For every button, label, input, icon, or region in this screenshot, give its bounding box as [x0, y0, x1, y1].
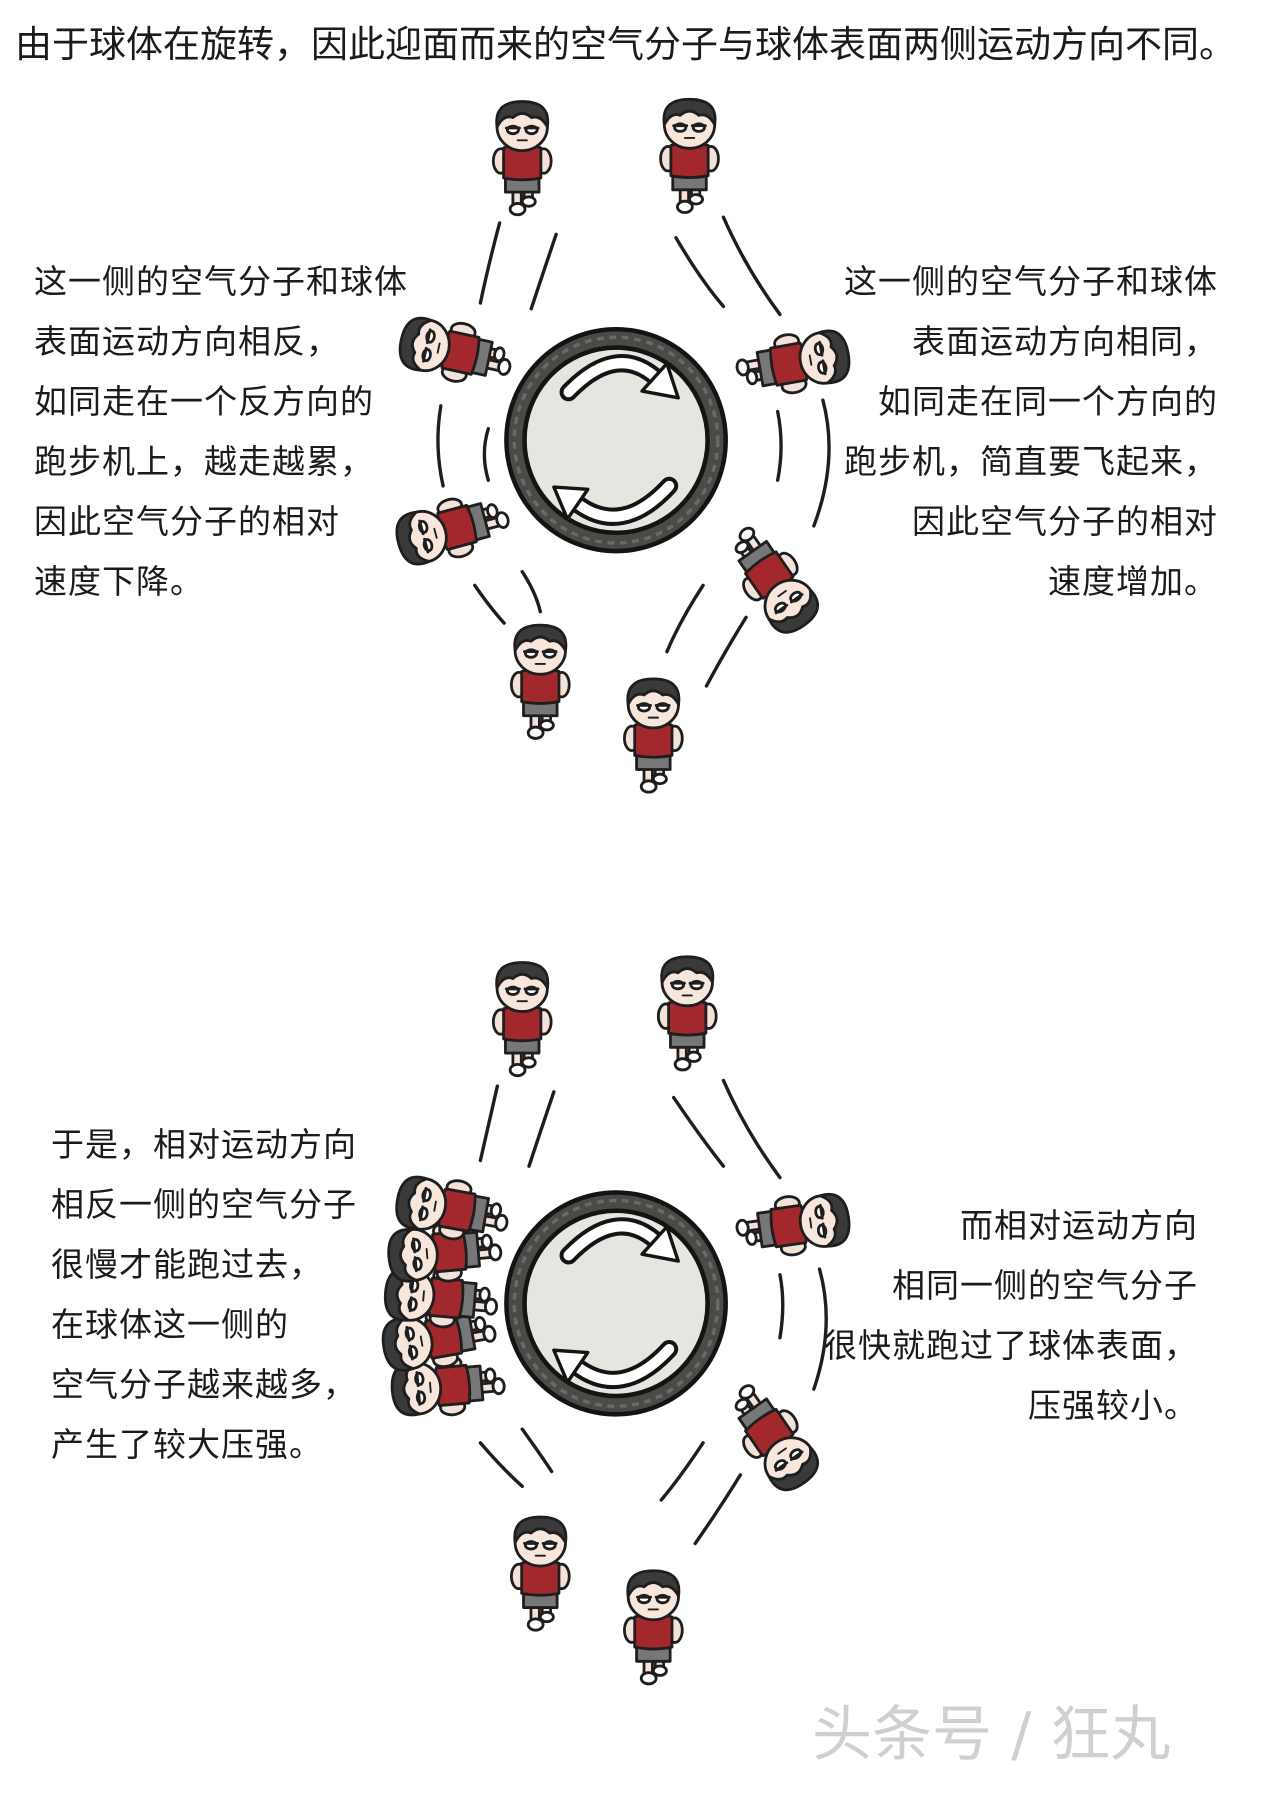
motion-line	[704, 615, 748, 688]
air-molecule-runner	[623, 1569, 684, 1686]
panel-1-right-explanation: 这一侧的空气分子和球体 表面运动方向相同， 如同走在同一个方向的 跑步机，简直要…	[844, 252, 1218, 612]
motion-line	[436, 404, 445, 488]
motion-line	[478, 1441, 524, 1489]
motion-line	[721, 1078, 782, 1180]
motion-line	[778, 1273, 785, 1340]
explanation-line: 这一侧的空气分子和球体	[844, 262, 1218, 301]
air-molecule-runner	[731, 323, 855, 404]
motion-line	[478, 1084, 500, 1163]
explanation-line: 速度增加。	[1048, 562, 1218, 601]
motion-line	[721, 215, 782, 317]
motion-lines	[436, 215, 831, 688]
page-title: 由于球体在旋转，因此迎面而来的空气分子与球体表面两侧运动方向不同。	[15, 23, 1236, 66]
panel-1	[389, 97, 855, 794]
rotation-arrow-icon	[552, 1339, 679, 1390]
motion-line	[482, 427, 491, 482]
motion-line	[693, 1473, 743, 1546]
explanation-line: 相反一侧的空气分子	[51, 1185, 357, 1224]
motion-line	[665, 583, 705, 654]
rotation-arrow-icon	[559, 354, 680, 402]
explanation-line: 这一侧的空气分子和球体	[34, 262, 408, 301]
air-molecule-runner	[509, 623, 571, 740]
motion-line	[659, 1441, 705, 1502]
motion-line	[527, 1090, 556, 1168]
explanation-line: 在球体这一侧的	[51, 1305, 289, 1344]
explanation-line: 如同走在同一个方向的	[878, 382, 1218, 421]
explanation-line: 很慢才能跑过去，	[51, 1245, 323, 1284]
explanation-line: 表面运动方向相同，	[912, 322, 1218, 361]
air-molecule-runner	[714, 514, 830, 644]
explanation-line: 于是，相对运动方向	[51, 1125, 357, 1164]
motion-line	[520, 569, 543, 614]
explanation-line: 表面运动方向相反，	[34, 322, 340, 361]
motion-line	[529, 232, 558, 311]
explanation-line: 空气分子越来越多，	[51, 1365, 357, 1404]
explanation-line: 如同走在一个反方向的	[34, 382, 374, 421]
explanation-line: 因此空气分子的相对	[912, 502, 1218, 541]
panel-2-left-explanation: 于是，相对运动方向 相反一侧的空气分子 很慢才能跑过去， 在球体这一侧的 空气分…	[51, 1115, 357, 1475]
explanation-line: 速度下降。	[34, 562, 204, 601]
explanation-line: 很快就跑过了球体表面，	[824, 1326, 1198, 1365]
panel-1-left-explanation: 这一侧的空气分子和球体 表面运动方向相反， 如同走在一个反方向的 跑步机上，越走…	[34, 252, 408, 612]
explanation-line: 而相对运动方向	[960, 1206, 1198, 1245]
explanation-line: 压强较小。	[1028, 1386, 1198, 1425]
panel-2	[377, 955, 854, 1686]
motion-line	[812, 1267, 828, 1391]
watermark: 头条号 / 狂丸	[812, 1700, 1171, 1770]
air-molecule-runner	[491, 100, 553, 217]
motion-line	[520, 1427, 554, 1474]
air-molecule-runner	[623, 677, 684, 794]
motion-line	[671, 1095, 726, 1168]
rotation-arrow-icon	[552, 476, 679, 526]
air-molecule-runner	[491, 961, 553, 1078]
explanation-line: 因此空气分子的相对	[34, 502, 340, 541]
motion-line	[775, 409, 783, 482]
rotation-arrow-icon	[559, 1217, 680, 1265]
air-molecule-runner	[659, 97, 720, 214]
motion-line	[478, 221, 502, 305]
air-molecule-runner	[714, 1371, 830, 1501]
explanation-line: 相同一侧的空气分子	[892, 1266, 1198, 1305]
air-molecule-runner	[389, 484, 516, 574]
motion-line	[674, 236, 726, 309]
motion-line	[812, 398, 831, 528]
motion-lines	[478, 1078, 828, 1546]
motion-line	[473, 583, 506, 625]
air-molecule-runner	[509, 1515, 571, 1632]
explanation-line: 跑步机，简直要飞起来，	[844, 442, 1218, 481]
air-molecule-runner	[393, 309, 519, 394]
explanation-line: 产生了较大压强。	[51, 1425, 323, 1464]
air-molecule-runner	[656, 955, 718, 1072]
panel-2-right-explanation: 而相对运动方向 相同一侧的空气分子 很快就跑过了球体表面， 压强较小。	[824, 1196, 1198, 1436]
explanation-line: 跑步机上，越走越累，	[34, 442, 374, 481]
